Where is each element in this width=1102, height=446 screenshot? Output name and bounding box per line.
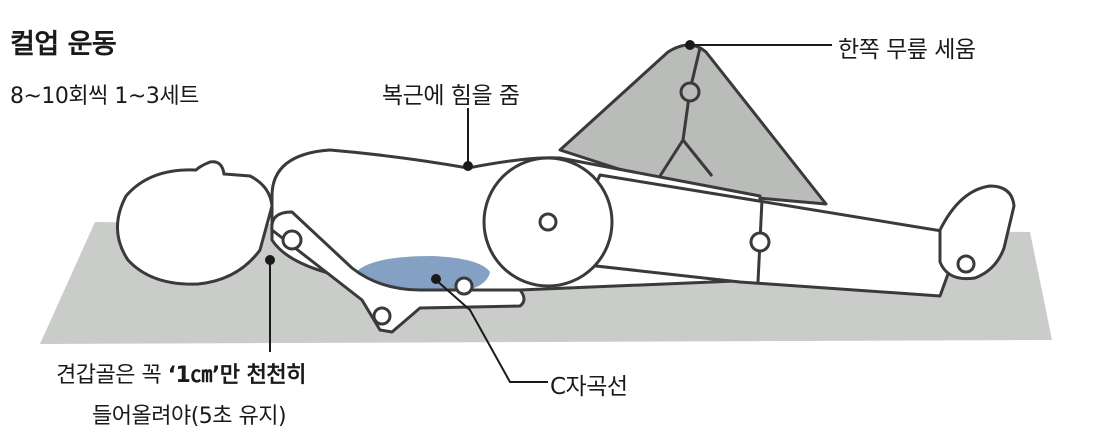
- knee-joint: [749, 231, 771, 253]
- abdomen-callout: 복근에 힘을 줌: [382, 83, 520, 109]
- callout-dots: [265, 40, 695, 284]
- shoulder-callout-text: 견갑골은 꼭: [56, 363, 168, 388]
- ankle-joint: [956, 254, 976, 274]
- knee-callout: 한쪽 무릎 세움: [838, 37, 976, 63]
- wrist-joint: [454, 276, 474, 296]
- raised-knee-joint: [679, 81, 701, 103]
- hip-pivot: [538, 212, 558, 232]
- callout-lines: [269, 44, 832, 383]
- repetition-subtitle: 8~10회씩 1~3세트: [10, 84, 199, 109]
- head: [116, 160, 274, 286]
- shoulder-callout-emphasis: ‘1㎝’만 천천히: [167, 363, 307, 388]
- shoulder-joint: [281, 229, 303, 251]
- c-curve-callout: C자곡선: [550, 374, 628, 400]
- shoulder-callout-line2: 들어올려야(5초 유지): [92, 404, 287, 429]
- shoulder-callout-line1: 견갑골은 꼭 ‘1㎝’만 천천히: [56, 357, 306, 389]
- elbow-joint: [372, 306, 392, 326]
- diagram-title: 컬업 운동: [10, 29, 117, 60]
